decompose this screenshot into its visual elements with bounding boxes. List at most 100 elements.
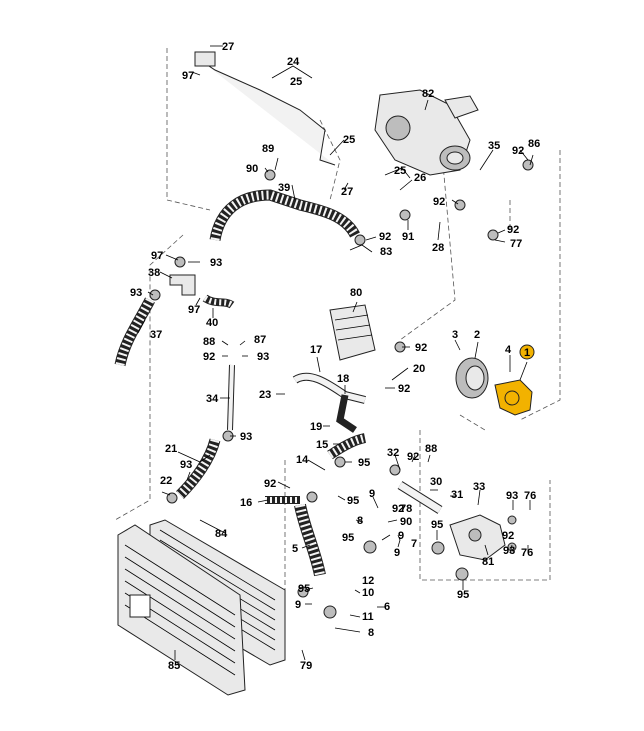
- part-1-callout: 1: [519, 344, 535, 360]
- label-14: 14: [296, 454, 309, 466]
- pipe-30: [397, 481, 443, 514]
- label-9-b: 9: [398, 530, 404, 542]
- label-90-b: 90: [400, 516, 412, 528]
- label-34: 34: [206, 393, 219, 405]
- label-8-b: 8: [368, 627, 374, 639]
- label-7: 7: [411, 538, 417, 550]
- label-93-r: 93: [506, 490, 518, 502]
- cooler-80: [329, 304, 376, 361]
- label-11: 11: [362, 611, 374, 623]
- label-92-b: 92: [264, 478, 276, 490]
- label-93-left2: 93: [240, 431, 252, 443]
- label-40: 40: [206, 317, 218, 329]
- label-89: 89: [262, 143, 274, 155]
- label-15: 15: [316, 439, 328, 451]
- label-5: 5: [292, 543, 298, 555]
- hose-40: [202, 294, 235, 309]
- label-22: 22: [160, 475, 172, 487]
- label-87: 87: [254, 334, 266, 346]
- radiator-85: [117, 524, 246, 696]
- label-20: 20: [413, 363, 425, 375]
- label-80: 80: [350, 287, 362, 299]
- label-88-right: 88: [425, 443, 437, 455]
- t-piece-38: [169, 274, 196, 296]
- label-78: 78: [400, 503, 412, 515]
- coolant-pipe-top: [194, 51, 336, 166]
- coolant-pump-1: [494, 379, 533, 416]
- label-97-mid: 97: [188, 304, 200, 316]
- label-84: 84: [215, 528, 228, 540]
- label-92-left: 92: [203, 351, 215, 363]
- label-88-left: 88: [203, 336, 215, 348]
- housing-81: [449, 514, 506, 561]
- hose-5: [294, 503, 326, 577]
- label-9-c: 9: [394, 547, 400, 559]
- label-39: 39: [278, 182, 290, 194]
- label-97-top: 97: [182, 70, 194, 82]
- hose-39: [209, 189, 360, 242]
- pulley-2: [455, 357, 489, 399]
- label-4: 4: [505, 344, 512, 356]
- label-16: 16: [240, 497, 252, 509]
- clips: [149, 159, 534, 619]
- label-92-mid: 92: [379, 231, 391, 243]
- label-93-mid: 93: [257, 351, 269, 363]
- pipe-18: [292, 372, 366, 433]
- label-26: 26: [414, 172, 426, 184]
- label-92-r2: 92: [398, 383, 410, 395]
- label-25-top: 25: [290, 76, 302, 88]
- hose-15: [327, 433, 367, 460]
- label-95-c: 95: [342, 532, 354, 544]
- label-30: 30: [430, 476, 442, 488]
- label-85: 85: [168, 660, 180, 672]
- turbocharger: [374, 89, 479, 176]
- label-93-far: 93: [130, 287, 142, 299]
- label-76-a: 76: [524, 490, 536, 502]
- label-35: 35: [488, 140, 500, 152]
- label-81: 81: [482, 556, 494, 568]
- dashed-group-lines: [114, 48, 561, 640]
- hose-21: [176, 438, 221, 499]
- label-92-cooler: 92: [415, 342, 427, 354]
- label-27-mid: 27: [341, 186, 353, 198]
- label-6: 6: [384, 601, 390, 613]
- pipe-34: [227, 364, 235, 431]
- label-77: 77: [510, 238, 522, 250]
- label-95-e: 95: [431, 519, 443, 531]
- label-76-b: 76: [521, 547, 533, 559]
- label-2: 2: [474, 329, 480, 341]
- label-83: 83: [380, 246, 392, 258]
- label-92-tr: 92: [512, 145, 524, 157]
- label-25-right: 25: [394, 165, 406, 177]
- label-92-rr: 92: [507, 224, 519, 236]
- label-17: 17: [310, 344, 322, 356]
- label-12: 12: [362, 575, 374, 587]
- label-95-b: 95: [347, 495, 359, 507]
- label-97-left: 97: [151, 250, 163, 262]
- label-92-r: 92: [433, 196, 445, 208]
- label-3: 3: [452, 329, 458, 341]
- label-21: 21: [165, 443, 177, 455]
- label-25-mid: 25: [343, 134, 355, 146]
- part-labels: 27 97 24 25 82 25 89 90 25 26 39 27 35 9…: [130, 41, 540, 672]
- label-23: 23: [259, 389, 271, 401]
- hose-37: [114, 297, 155, 367]
- label-8-a: 8: [357, 515, 363, 527]
- label-1: 1: [524, 347, 530, 359]
- label-9-d: 9: [295, 599, 301, 611]
- label-82: 82: [422, 88, 434, 100]
- label-38: 38: [148, 267, 160, 279]
- label-37: 37: [150, 329, 162, 341]
- label-92-d: 92: [407, 451, 419, 463]
- label-91: 91: [402, 231, 414, 243]
- label-32: 32: [387, 447, 399, 459]
- label-9-a: 9: [369, 488, 375, 500]
- label-95-f: 95: [457, 589, 469, 601]
- label-27-top: 27: [222, 41, 234, 53]
- label-31: 31: [451, 489, 463, 501]
- label-95-d: 95: [298, 583, 310, 595]
- label-33: 33: [473, 481, 485, 493]
- label-95-a: 95: [358, 457, 370, 469]
- label-10: 10: [362, 587, 374, 599]
